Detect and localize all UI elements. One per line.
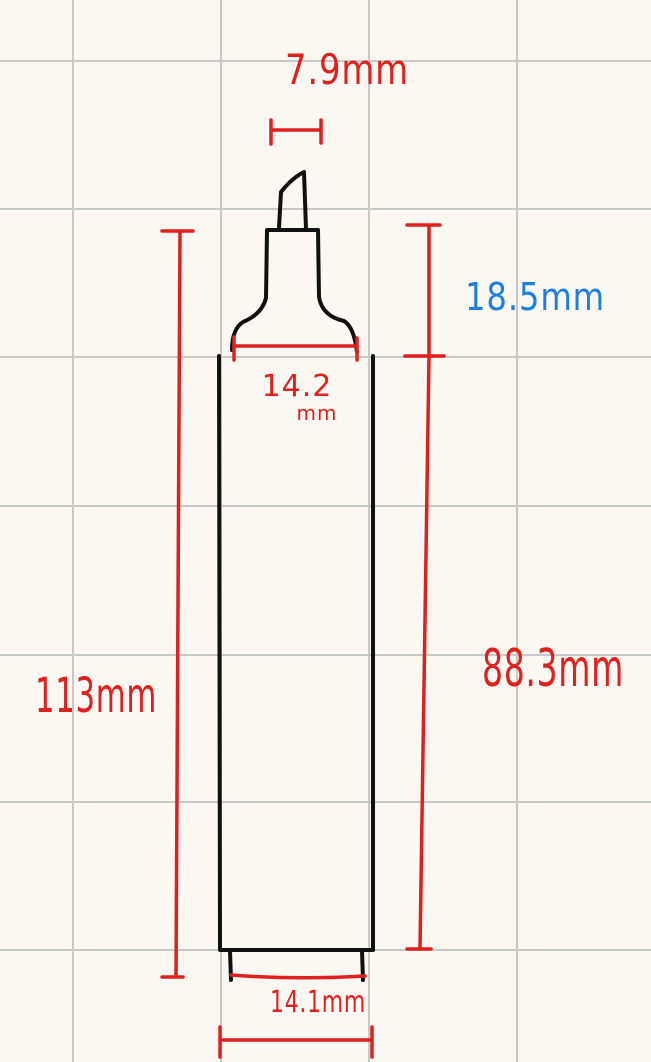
dimension-lines xyxy=(160,118,446,1059)
dim-shoulder-width xyxy=(232,335,359,362)
label-tip-width: 7.9mm xyxy=(285,45,409,94)
label-neck-height: 18.5mm xyxy=(465,275,605,319)
dimension-labels: 7.9mm 18.5mm 14.2 mm 113mm 88.3mm 14.1mm xyxy=(35,45,624,1020)
dim-neck-height xyxy=(403,223,446,358)
marker-neck xyxy=(230,228,359,354)
marker-barrel xyxy=(217,354,375,952)
dim-total-length xyxy=(160,229,195,979)
marker-chisel-tip xyxy=(277,170,308,231)
marker-outline xyxy=(217,170,375,982)
label-body-length: 88.3mm xyxy=(482,639,624,699)
dim-tip-width xyxy=(269,118,323,146)
label-shoulder-width-number: 14.2 xyxy=(262,369,333,404)
label-base-width: 14.1mm xyxy=(270,985,366,1020)
label-shoulder-width-unit: mm xyxy=(297,401,338,425)
dim-inner-base-width xyxy=(229,973,367,980)
dim-body-length xyxy=(405,354,433,951)
label-total-length: 113mm xyxy=(35,668,157,724)
dim-base-width xyxy=(218,1025,374,1059)
